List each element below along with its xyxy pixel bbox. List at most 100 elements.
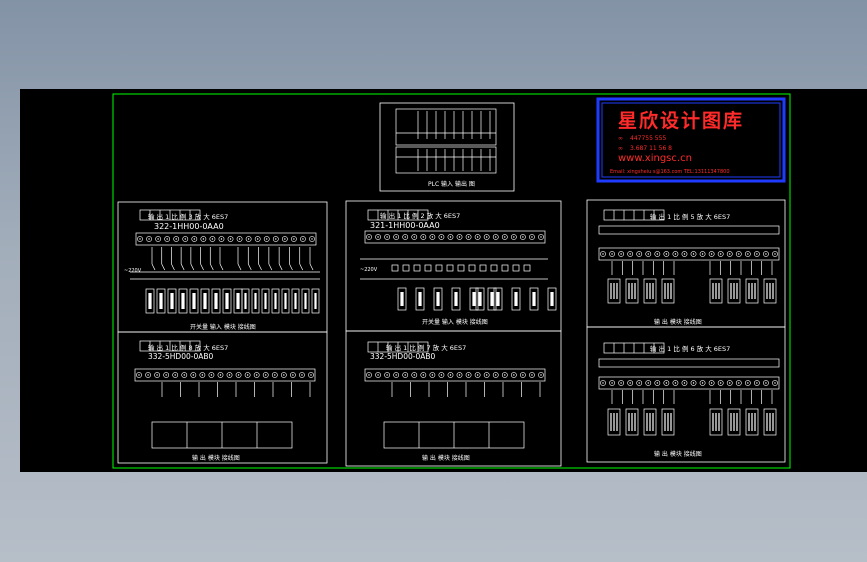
- sheet4-terminal: [208, 372, 215, 378]
- sheet3-caption: 输 出 模块 接线图: [654, 318, 702, 326]
- sheet1-label: [145, 288, 155, 314]
- sheet1-wire-switch: [200, 263, 204, 271]
- sheet1-terminal: [281, 236, 288, 242]
- sheet4-terminal-dot: [310, 374, 312, 376]
- sheet3-terminal-dot: [602, 253, 604, 255]
- sheet5-terminal-strip: [364, 368, 546, 382]
- sheet3-terminal-dot: [629, 253, 631, 255]
- sheet3-label-b: [745, 278, 759, 304]
- sheet2-terminal-strip: [364, 230, 546, 244]
- cad-viewport[interactable]: 星欣设计图库 ∞ 447755 555 ∞ 3.687 11 56 8 www.…: [20, 89, 867, 472]
- sheet6-terminal-dot: [611, 382, 613, 384]
- sheet2-header: 输 出 1 比 例 2 放 大 6ES7: [380, 211, 460, 220]
- sheet5-terminal: [519, 372, 526, 378]
- sheet4-terminal: [262, 372, 269, 378]
- sheet2-label-b: [475, 287, 485, 311]
- sheet4-terminal-dot: [301, 374, 303, 376]
- sheet5-terminal-dot: [440, 374, 443, 376]
- sheet2-terminal: [375, 234, 381, 240]
- sheet1-label: [189, 288, 199, 314]
- sheet1-terminal: [309, 236, 315, 242]
- sheet5-terminal: [393, 372, 400, 378]
- sheet6-terminal-dot: [774, 382, 776, 384]
- sheet5-terminal-dot: [458, 374, 461, 376]
- sheet3-terminal-dot: [756, 253, 758, 255]
- sheet5-terminal-dot: [368, 374, 370, 376]
- sheet3-terminal: [663, 251, 670, 257]
- sheet2-terminal: [447, 234, 454, 240]
- sheet5-terminal-dot: [504, 374, 506, 376]
- sheet6-label-b: [745, 408, 759, 436]
- sheet4-terminal: [308, 372, 314, 378]
- sheet2-caption: 开关量 输入 模块 接线图: [422, 318, 488, 326]
- sheet-frame-plc: [379, 102, 515, 192]
- sheet2-terminal: [474, 234, 481, 240]
- sheet6-terminal: [699, 380, 706, 386]
- sheet3-terminal: [672, 251, 679, 257]
- sheet-frame-4: [117, 331, 328, 464]
- sheet1-label: [167, 288, 177, 314]
- sheet1-terminal-dot: [275, 238, 277, 240]
- sheet3-terminal: [708, 251, 715, 257]
- sheet2-coil: [468, 264, 476, 272]
- sheet3-terminal: [717, 251, 724, 257]
- sheet2-coil: [424, 264, 432, 272]
- sheet2-coil: [490, 264, 498, 272]
- sheet3-label-b: [727, 278, 741, 304]
- sheet6-terminal-dot: [656, 382, 659, 384]
- sheet3-terminal-dot: [765, 253, 767, 255]
- sheet1-label-b: [291, 288, 300, 314]
- sheet1-label: [178, 288, 188, 314]
- sheet3-label: [607, 278, 621, 304]
- sheet6-terminal-dot: [692, 382, 695, 384]
- sheet1-wire-switch: [209, 263, 214, 271]
- sheet1-wire-switch: [171, 263, 175, 271]
- sheet2-label: [397, 287, 407, 311]
- sheet1-terminal: [155, 236, 162, 242]
- sheet6-header: 输 出 1 比 例 6 放 大 6ES7: [650, 344, 730, 353]
- sheet1-wire-b-switch: [309, 263, 314, 271]
- sheet1-header: 输 出 1 比 例 3 放 大 6ES7: [148, 212, 228, 221]
- sheet2-terminal: [510, 234, 517, 240]
- sheet4-terminal-dot: [292, 374, 294, 376]
- sheet3-terminal-dot: [710, 253, 713, 255]
- sheet4-terminal-dot: [165, 374, 167, 376]
- sheet2-coil: [391, 264, 399, 272]
- sheet5-terminal: [456, 372, 463, 378]
- sheet3-terminal: [636, 251, 643, 257]
- sheet2-label-b: [529, 287, 539, 311]
- sheet3-terminal: [772, 251, 778, 257]
- sheet1-label-b: [241, 288, 250, 314]
- sheet1-wire-b-switch: [237, 263, 242, 271]
- sheet2-terminal: [529, 234, 535, 240]
- sheet1-label-b: [261, 288, 270, 314]
- sheet1-terminal-dot: [202, 238, 205, 240]
- sheet6-terminal: [717, 380, 724, 386]
- sheet1-terminal-dot: [238, 238, 241, 240]
- sheet5-terminal-dot: [449, 374, 452, 376]
- logo-url: www.xingsc.cn: [618, 153, 692, 164]
- sheet2-terminal-dot: [440, 236, 443, 238]
- sheet1-terminal-dot: [311, 238, 313, 240]
- sheet5-terminal: [411, 372, 418, 378]
- sheet3-terminal: [735, 251, 742, 257]
- sheet3-terminal: [753, 251, 760, 257]
- logo-block: 星欣设计图库 ∞ 447755 555 ∞ 3.687 11 56 8 www.…: [596, 97, 786, 183]
- sheet2-terminal-dot: [513, 236, 515, 238]
- sheet2-terminal-dot: [449, 236, 452, 238]
- sheet6-caption: 输 出 模块 接线图: [654, 450, 702, 458]
- sheet2-terminal-dot: [485, 236, 488, 238]
- sheet2-model: 321-1HH00-0AA0: [370, 221, 440, 230]
- drawing-canvas: 星欣设计图库 ∞ 447755 555 ∞ 3.687 11 56 8 www.…: [112, 93, 791, 469]
- sheet3-terminal-dot: [774, 253, 776, 255]
- sheet5-terminal: [420, 372, 427, 378]
- sheet6-terminal: [681, 380, 688, 386]
- sheet2-terminal-dot: [422, 236, 425, 238]
- sheet5-terminal: [366, 372, 372, 378]
- sheet3-terminal-dot: [683, 253, 686, 255]
- sheet-frame-5: [345, 330, 562, 467]
- sheet4-terminal: [172, 372, 179, 378]
- sheet4-terminal-dot: [201, 374, 204, 376]
- sheet3-terminal: [645, 251, 652, 257]
- sheet3-terminal: [726, 251, 733, 257]
